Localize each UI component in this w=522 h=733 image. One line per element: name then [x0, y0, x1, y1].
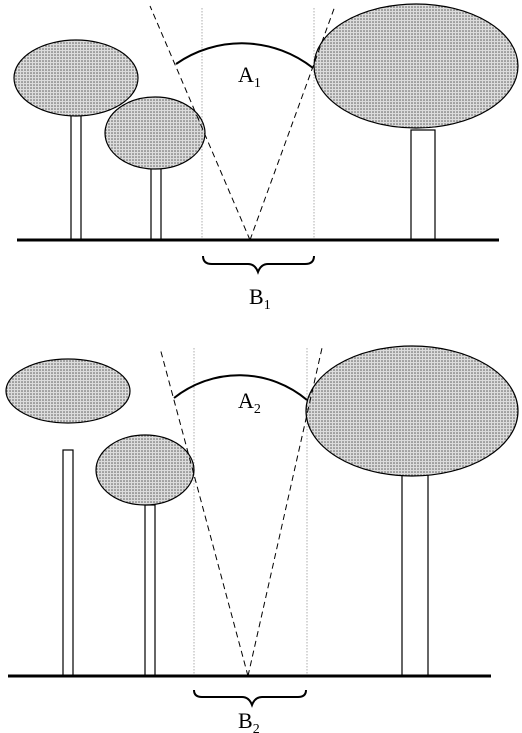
- tree-right: [313, 3, 519, 241]
- gap-brace: [193, 689, 307, 708]
- view-line-left: [159, 347, 249, 677]
- tree-trunk: [401, 469, 429, 677]
- gap-label: B2: [238, 708, 260, 733]
- tree-crown: [104, 96, 206, 170]
- tree-crown: [13, 39, 139, 117]
- angle-label: A1: [238, 62, 261, 91]
- view-line-right: [247, 347, 323, 677]
- tree-trunk: [70, 114, 82, 241]
- tree-left: [5, 358, 131, 677]
- tree-left-small: [104, 96, 206, 241]
- tree-trunk: [150, 167, 162, 241]
- tree-trunk: [62, 449, 74, 677]
- tree-right: [305, 345, 519, 677]
- panel-2: A2 B2: [5, 345, 519, 733]
- panel-1: A1 B1: [13, 3, 519, 313]
- tree-crown: [305, 345, 519, 477]
- gap-label: B1: [249, 284, 271, 313]
- angle-arc: [173, 374, 308, 401]
- view-line-right: [249, 5, 336, 241]
- tree-trunk: [144, 504, 156, 677]
- tree-left-small: [95, 434, 195, 677]
- angle-label: A2: [238, 388, 261, 417]
- tree-crown: [313, 3, 519, 129]
- tree-crown: [5, 358, 131, 424]
- angle-arc: [175, 42, 314, 69]
- view-line-left: [149, 5, 251, 241]
- tree-crown: [95, 434, 195, 506]
- gap-brace: [202, 255, 315, 275]
- tree-trunk: [410, 129, 436, 241]
